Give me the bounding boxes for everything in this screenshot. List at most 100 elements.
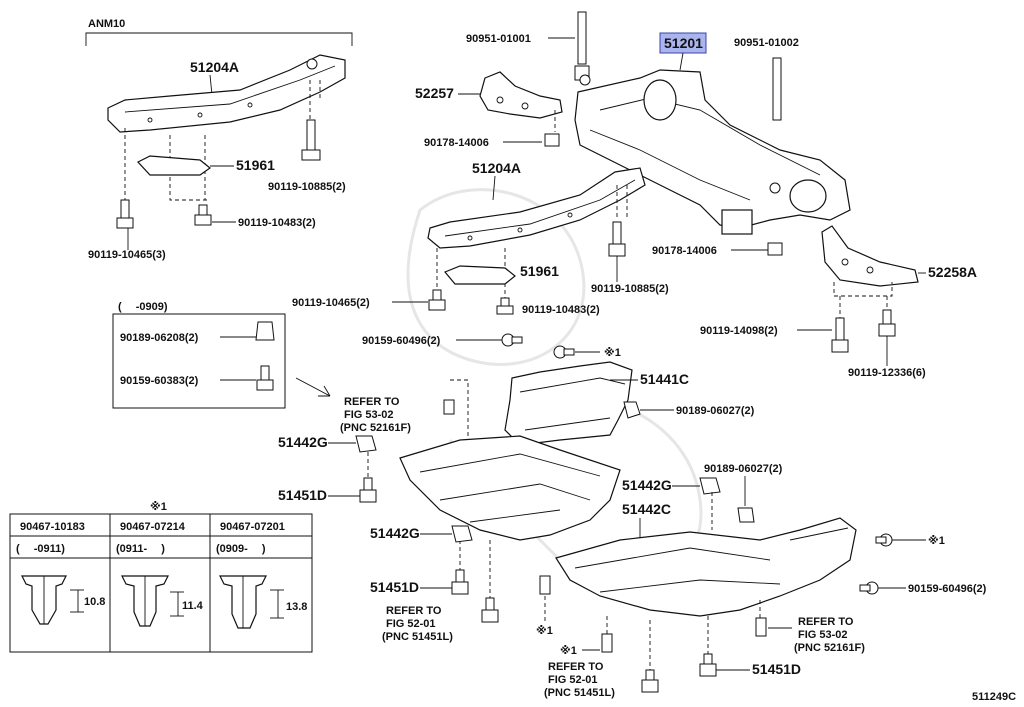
clip-90189-06027-a[interactable] — [623, 401, 641, 419]
bolt-ref2[interactable] — [481, 597, 499, 623]
label-90119-12336: 90119-12336(6) — [848, 367, 926, 379]
clip-range-3: (0909- ) — [216, 543, 266, 555]
bolt-90119-10465-top[interactable] — [116, 199, 134, 229]
label-90178-14006-top: 90178-14006 — [424, 137, 489, 149]
bolt-90119-10885-top[interactable] — [301, 119, 321, 161]
ref3-line3: (PNC 51451L) — [544, 687, 615, 699]
label-90119-10465-top: 90119-10465(3) — [88, 249, 166, 261]
bolt-90119-10885-mid[interactable] — [608, 221, 626, 257]
label-51204A-mid: 51204A — [472, 160, 521, 176]
ref3-line1: REFER TO — [548, 661, 604, 673]
ref1-text: REFER TO FIG 53-02 (PNC 52161F) — [340, 396, 411, 434]
clip-mark1-bottom[interactable] — [601, 633, 613, 653]
part-51204A-mid[interactable] — [427, 167, 646, 249]
clip-dim-3: 13.8 — [286, 601, 307, 613]
ref1-line2: FIG 53-02 — [344, 409, 394, 421]
ref4-line3: (PNC 52161F) — [794, 642, 865, 654]
screw-90159-60496-b[interactable] — [859, 581, 879, 595]
label-51961-top: 51961 — [236, 157, 275, 173]
label-90119-10885-mid: 90119-10885(2) — [591, 283, 669, 295]
label-51961-mid: 51961 — [520, 263, 559, 279]
bolt-51451D-a[interactable] — [359, 477, 377, 503]
clip-table-note: ※1 — [150, 501, 167, 513]
clip-range-2: (0911- ) — [116, 543, 165, 555]
part-51961-mid[interactable] — [444, 265, 516, 285]
bolt-90119-14098[interactable] — [831, 317, 849, 353]
ref2-line2: FIG 52-01 — [386, 618, 436, 630]
label-90119-10483-top: 90119-10483(2) — [238, 217, 316, 229]
inset-box: ( -0909) 90189-06208(2) 90159-60383(2) — [112, 301, 286, 409]
clip-51442G-a[interactable] — [355, 435, 377, 453]
bolt-90119-10465-mid[interactable] — [428, 289, 446, 311]
label-51204A-top: 51204A — [190, 59, 239, 75]
clip-90189-06208[interactable] — [255, 321, 275, 341]
ref3-line2: FIG 52-01 — [548, 674, 598, 686]
clip-90467-07214[interactable] — [121, 575, 169, 627]
part-under-cover-left[interactable] — [399, 435, 621, 541]
label-90189-06027-a: 90189-06027(2) — [676, 405, 755, 417]
inset-row2: 90159-60383(2) — [120, 375, 199, 387]
inset-date-range: ( -0909) — [118, 301, 168, 313]
mark1-top: ※1 — [604, 347, 621, 359]
bolt-90119-12336[interactable] — [878, 309, 896, 337]
clip-90189-06027-b[interactable] — [737, 507, 755, 523]
label-51442G-b: 51442G — [370, 525, 420, 541]
clip-header-1: 90467-10183 — [20, 521, 85, 533]
bolt-90159-60383[interactable] — [256, 365, 274, 391]
label-52257: 52257 — [415, 85, 454, 101]
part-51442C[interactable] — [555, 517, 857, 617]
model-label: ANM10 — [88, 18, 125, 30]
nut-90178-14006-mid[interactable] — [767, 242, 783, 256]
bolt-51451D-b[interactable] — [451, 569, 469, 595]
label-90178-14006-mid: 90178-14006 — [652, 245, 717, 257]
screw-group-a: 90159-60496(2) ※1 — [362, 333, 621, 359]
label-90189-06027-b: 90189-06027(2) — [704, 463, 783, 475]
clip-mark1-left[interactable] — [539, 575, 551, 595]
under-cover-left-group: 51442G 51451D 51442G 51451D REFER TO FIG — [278, 434, 621, 643]
ref1-line3: (PNC 52161F) — [340, 422, 411, 434]
bolt-90119-10483-top[interactable] — [194, 204, 212, 226]
label-90119-10465-mid: 90119-10465(2) — [292, 297, 370, 309]
bracket-52257-group: 52257 90178-14006 — [415, 71, 563, 149]
part-51204A-top[interactable] — [107, 54, 346, 133]
stud-90951-01001[interactable] — [574, 11, 590, 81]
stud-90951-01002[interactable] — [772, 57, 782, 121]
shield-51441C-group: 51441C 90189-06027(2) — [443, 361, 755, 446]
part-51961-top[interactable] — [137, 155, 212, 176]
clip-dim-1: 10.8 — [84, 596, 105, 608]
label-51451D-a: 51451D — [278, 487, 327, 503]
label-51201: 51201 — [664, 35, 703, 51]
clip-51442G-c[interactable] — [699, 477, 721, 495]
mark1-left: ※1 — [536, 625, 553, 637]
inset-row1: 90189-06208(2) — [120, 332, 199, 344]
mark1-right: ※1 — [928, 535, 945, 547]
mark1-bottom: ※1 — [560, 645, 577, 657]
nut-90178-14006-top[interactable] — [544, 133, 560, 147]
label-90951-01001: 90951-01001 — [466, 33, 531, 45]
under-cover-right-group: 90189-06027(2) 51442G 51442C ※1 90159-60… — [536, 463, 987, 699]
clip-small-left[interactable] — [443, 399, 455, 415]
crossmember-group: 90951-01001 51201 90951-01002 — [466, 11, 851, 235]
label-51451D-c: 51451D — [752, 661, 801, 677]
clip-mark1-top[interactable] — [553, 345, 575, 359]
clip-ref4[interactable] — [755, 617, 767, 637]
label-90119-10483-mid: 90119-10483(2) — [522, 304, 600, 316]
clip-51442G-b[interactable] — [451, 525, 473, 543]
ref2-line1: REFER TO — [386, 605, 442, 617]
bolt-51451D-c[interactable] — [699, 653, 717, 677]
clip-mark1-right[interactable] — [875, 533, 893, 547]
bolt-90119-10483-mid[interactable] — [496, 297, 514, 315]
part-52257[interactable] — [479, 71, 563, 119]
clip-90467-10183[interactable] — [21, 575, 67, 625]
part-52258A[interactable] — [821, 225, 919, 287]
part-51441C[interactable] — [504, 361, 633, 446]
screw-90159-60496-a[interactable] — [501, 333, 523, 347]
bolt-ref3[interactable] — [641, 669, 659, 693]
label-90159-60496-b: 90159-60496(2) — [908, 583, 987, 595]
clip-90467-07201[interactable] — [219, 575, 267, 629]
arrow-to-ref1 — [295, 377, 331, 397]
label-51442C: 51442C — [622, 501, 671, 517]
ref4-line1: REFER TO — [798, 616, 854, 628]
label-90119-10885-top: 90119-10885(2) — [268, 181, 346, 193]
clip-dim-2: 11.4 — [182, 600, 204, 612]
